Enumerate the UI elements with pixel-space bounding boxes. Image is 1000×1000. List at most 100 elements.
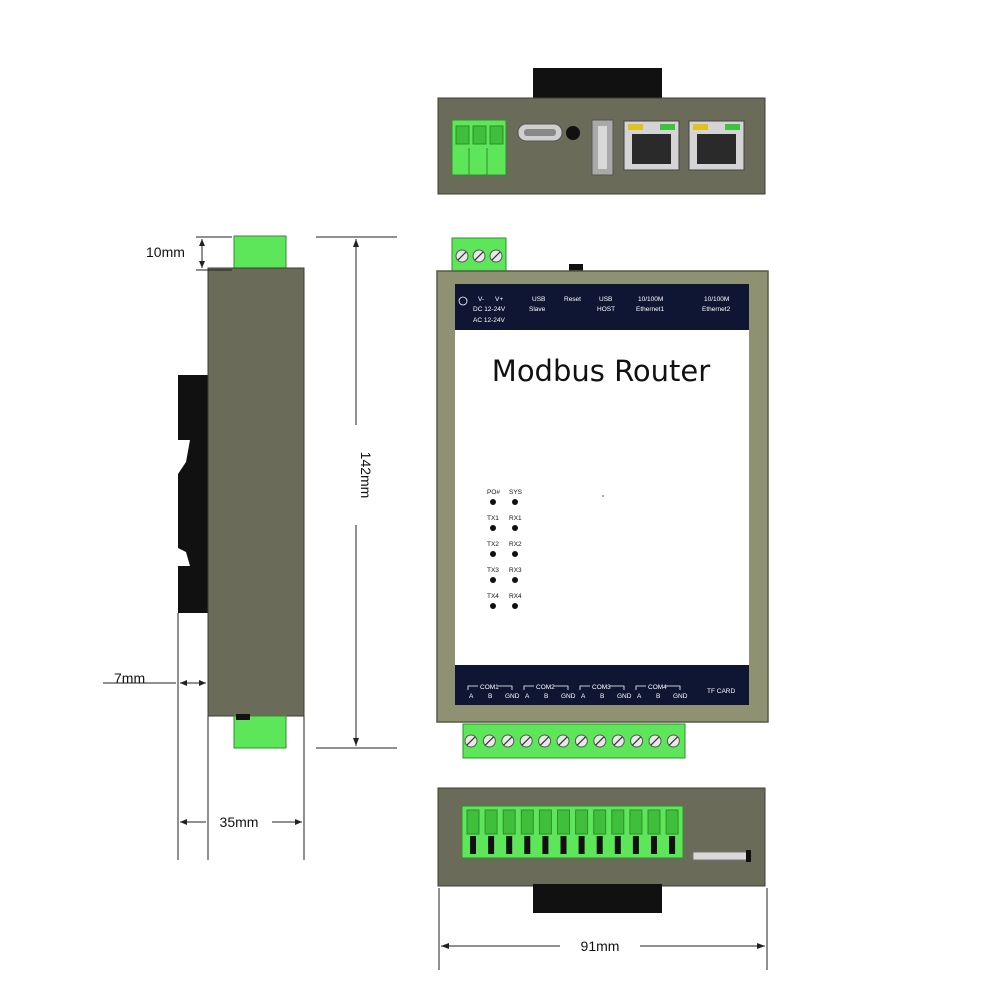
front-view: V- V+ DC 12-24V AC 12-24V USB Slave Rese…	[436, 237, 769, 759]
led-label-left: TX4	[487, 593, 499, 600]
com-port-name: COM4	[648, 684, 667, 691]
led-label-left: TX1	[487, 515, 499, 522]
com-pin-label: GND	[561, 693, 576, 700]
led-dot	[490, 499, 496, 505]
ground-icon	[458, 296, 468, 306]
product-title: Modbus Router	[492, 354, 710, 388]
front-power-terminal	[451, 237, 507, 273]
label-usb-host-1: USB	[599, 296, 612, 303]
screw-slot	[466, 736, 476, 746]
terminal-slot	[466, 809, 480, 835]
com-pin-label: B	[544, 693, 548, 700]
com-pin-label: A	[581, 693, 586, 700]
front-top-label-panel	[455, 284, 749, 330]
terminal-slot	[629, 809, 643, 835]
terminal-pin	[632, 836, 639, 854]
label-v-plus: V+	[495, 296, 503, 303]
screw-slot	[595, 736, 605, 746]
dim-rail-offset: 7mm	[114, 670, 145, 686]
side-top-terminal	[233, 235, 287, 271]
terminal-slot	[665, 809, 679, 835]
dim-width: 91mm	[581, 938, 620, 954]
com-pin-label: GND	[617, 693, 632, 700]
ethernet2-port	[688, 120, 745, 171]
side-bottom-terminal	[233, 715, 287, 749]
led-label-left: PO#	[487, 489, 500, 496]
led-dot	[512, 577, 518, 583]
label-dc: DC 12-24V	[473, 306, 506, 313]
led-dot	[490, 551, 496, 557]
screw-slot	[474, 251, 484, 261]
terminal-pin	[669, 836, 676, 854]
terminal-pin	[470, 836, 476, 854]
screw-slot	[491, 251, 501, 261]
com-pin-label: A	[525, 693, 530, 700]
bottom-view	[437, 787, 766, 913]
com-pin-label: A	[637, 693, 642, 700]
led-dot	[512, 603, 518, 609]
terminal-pin	[506, 836, 513, 854]
screw-slot	[521, 736, 531, 746]
top-power-terminal	[451, 119, 507, 176]
led-label-right: RX3	[509, 567, 522, 574]
screw-slot	[631, 736, 642, 746]
screw-slot	[503, 736, 513, 746]
led-dot	[490, 577, 496, 583]
tf-card-slot	[692, 851, 750, 861]
com-pin-label: B	[656, 693, 660, 700]
terminal-slot	[538, 809, 552, 835]
led-label-right: SYS	[509, 489, 523, 496]
led-label-left: TX2	[487, 541, 499, 548]
screw-slot	[613, 736, 623, 746]
com-port-name: COM2	[536, 684, 555, 691]
dim-height: 142mm	[358, 452, 374, 499]
led-dot	[512, 551, 518, 557]
led-dot	[490, 603, 496, 609]
bottom-view-din-clip	[533, 884, 662, 913]
terminal-pin	[488, 836, 495, 854]
led-dot	[512, 499, 518, 505]
dimension-arrows	[180, 239, 765, 949]
screw-slot	[539, 736, 550, 746]
screw-slot	[576, 736, 587, 746]
top-panel-labels: V- V+ DC 12-24V AC 12-24V USB Slave Rese…	[458, 296, 731, 324]
screw-slot	[668, 736, 679, 746]
terminal-slot	[557, 809, 570, 835]
terminal-pin	[651, 836, 657, 854]
label-usb-slave-1: USB	[532, 296, 545, 303]
com-bracket	[467, 685, 513, 690]
side-housing	[207, 267, 305, 717]
side-view	[178, 235, 305, 749]
screw-slot	[650, 736, 660, 746]
label-reset: Reset	[564, 296, 581, 303]
com-pin-label: B	[488, 693, 492, 700]
com-bracket	[635, 685, 681, 690]
dim-top-tab: 10mm	[146, 244, 185, 260]
led-label-left: TX3	[487, 567, 499, 574]
front-white-panel	[455, 330, 749, 665]
terminal-pin	[560, 836, 567, 854]
terminal-pin	[542, 836, 549, 854]
com-pin-label: GND	[673, 693, 688, 700]
screw-slot	[457, 251, 467, 261]
terminal-pin	[524, 836, 531, 854]
top-view	[437, 68, 766, 195]
label-eth2-1: 10/100M	[704, 296, 729, 303]
com-bracket	[579, 685, 625, 690]
label-eth1-2: Ethernet1	[636, 306, 665, 313]
com-port-name: COM3	[592, 684, 611, 691]
com-pin-label: GND	[505, 693, 520, 700]
terminal-slot	[520, 809, 534, 835]
label-v-minus: V-	[478, 296, 484, 303]
top-view-din-clip	[533, 68, 662, 100]
reset-button	[566, 126, 580, 140]
screw-slot	[484, 736, 495, 746]
led-dot	[490, 525, 496, 531]
dimension-lines	[103, 236, 768, 970]
dim-depth: 35mm	[220, 814, 259, 830]
terminal-slot	[484, 809, 498, 835]
ethernet1-port	[623, 120, 680, 171]
com-pin-label: B	[600, 693, 604, 700]
led-label-right: RX4	[509, 593, 522, 600]
